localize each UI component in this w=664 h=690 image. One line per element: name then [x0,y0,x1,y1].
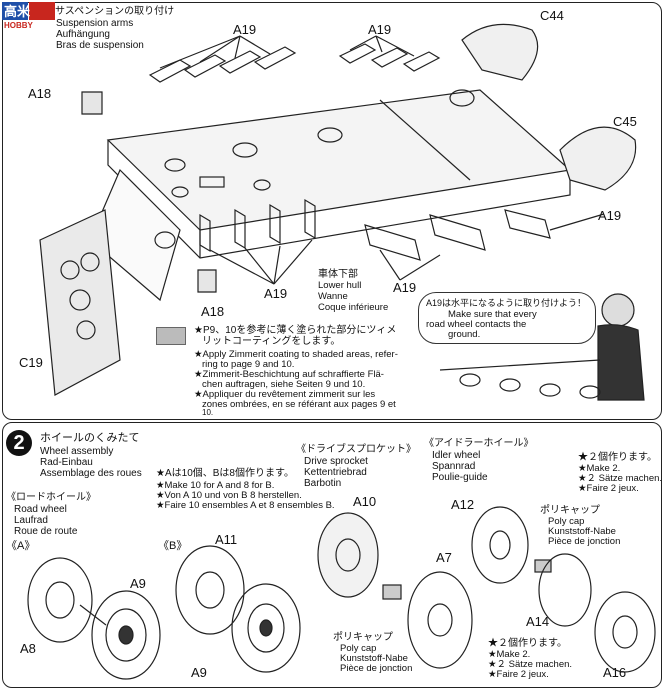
make2-jp: ★２個作ります。 [578,452,657,463]
tip-en-1: Make sure that every [448,309,537,320]
part-label-a19: A19 [598,208,622,223]
part-label-c45: C45 [613,114,637,129]
sprocket-jp: 《ドライブスプロケット》 [296,444,416,455]
step1-title-fr: Bras de suspension [56,40,144,51]
part-label-a7: A7 [436,550,452,565]
hobby-logo: 高米 HOBBY [2,2,70,30]
make2-fr: ★Faire 2 jeux. [578,483,639,494]
zimmerit-jp-1: ★P9、10を参考に薄く塗られた部分にツィメ [194,325,397,336]
step1-title-de: Aufhängung [56,29,110,40]
lower-hull-drawing [89,89,572,302]
road-wheel-b-drawing [175,545,301,673]
drive-sprocket-drawing [317,512,473,669]
tip-speech-bubble [418,292,596,344]
make2-de: ★２ Sätze machen. [488,659,573,670]
step1-title-en: Suspension arms [56,18,134,29]
idler-en: Idler wheel [432,450,481,461]
part-label-a16: A16 [603,665,627,680]
part-c45-drawing [559,126,637,191]
sprocket-de: Kettentriebrad [304,467,367,478]
road-wheel-en: Road wheel [14,504,67,515]
road-wheel-jp: 《ロードホイール》 [6,492,96,503]
step2-title-de: Rad-Einbau [40,457,93,468]
zimmerit-de-1: ★Zimmerit-Beschichtung auf schraffierte … [194,369,384,380]
zimmerit-de-2: chen auftragen, siehe Seiten 9 und 10. [202,379,366,390]
step2-title-fr: Assemblage des roues [40,468,142,479]
zimmerit-fr-2: zones ombrées, en se référant aux pages … [202,399,396,410]
suspension-arms-bottom [199,198,605,285]
step1-title-jp: サスペンションの取り付け [55,6,175,17]
idler-de: Spannrad [432,461,476,472]
zimmerit-en-1: ★Apply Zimmerit coating to shaded areas,… [194,349,398,360]
step2-number: 2 [6,430,32,456]
logo-text: HOBBY [4,21,34,30]
zimmerit-shade-swatch [156,327,186,345]
polycap-en: Poly cap [340,643,377,654]
part-label-a19: A19 [368,22,392,37]
part-c19-drawing [39,209,121,396]
make2-jp: ★２個作ります。 [488,638,567,649]
road-wheel-row [439,359,601,399]
part-a18-drawing [81,91,217,293]
part-label-a11: A11 [215,532,238,547]
polycap-fr: Pièce de jonction [340,663,413,674]
part-label-a18: A18 [28,86,52,101]
part-label-a19: A19 [233,22,257,37]
zimmerit-fr-3: 10. [202,408,214,417]
variant-a-label: 《A》 [6,540,36,552]
zimmerit-fr-1: ★Appliquer du revêtement zimmerit sur le… [194,389,376,400]
part-label-a19: A19 [393,280,417,295]
part-label-a18: A18 [201,304,225,319]
part-label-a14: A14 [526,614,550,629]
make2-fr: ★Faire 2 jeux. [488,669,549,680]
idler-jp: 《アイドラーホイール》 [424,438,534,449]
part-label-a8: A8 [20,641,36,656]
polycap-en: Poly cap [548,516,585,527]
part-label-a12: A12 [451,497,475,512]
zimmerit-jp-2: リットコーティングをします。 [202,336,341,347]
tip-en-2: road wheel contacts the [426,319,527,330]
idler-wheel-drawing [471,506,656,673]
zimmerit-en-2: ring to page 9 and 10. [202,359,295,370]
logo-glyph: 高米 [4,4,31,20]
sprocket-fr: Barbotin [304,478,342,489]
make-note-jp: ★Aは10個、Bは8個作ります。 [156,468,294,479]
road-wheel-fr: Roue de route [14,526,78,537]
road-wheel-a-drawing [27,557,161,680]
idler-fr: Poulie-guide [432,472,488,483]
lower-hull-de: Wanne [318,291,348,302]
sprocket-en: Drive sprocket [304,456,368,467]
lower-hull-fr: Coque inférieure [318,302,389,313]
part-c44-drawing [461,23,539,81]
part-label-c19: C19 [19,355,43,370]
polycap-de: Kunststoff-Nabe [340,653,408,664]
polycap-fr: Pièce de jonction [548,536,621,547]
make-note-fr: ★Faire 10 ensembles A et 8 ensembles B. [156,500,335,511]
variant-b-label: 《B》 [158,540,188,552]
road-wheel-de: Laufrad [14,515,48,526]
lower-hull-jp: 車体下部 [318,269,358,280]
step2-title-en: Wheel assembly [40,446,114,457]
make-note-en: ★Make 10 for A and 8 for B. [156,480,275,491]
part-label-a9: A9 [130,576,146,591]
soldier-figure [597,293,645,401]
lower-hull-en: Lower hull [318,280,362,291]
tip-jp: A19は水平になるように取り付けよう！ [426,298,587,308]
make-note-de: ★Von A 10 und von B 8 herstellen. [156,490,302,501]
polycap-jp: ポリキャップ [333,632,393,643]
part-label-a10: A10 [353,494,377,509]
suspension-arms-top [148,35,441,83]
part-label-a9: A9 [191,665,207,680]
step2-title-jp: ホイールのくみたて [40,432,140,444]
polycap-jp: ポリキャップ [540,505,600,516]
part-label-c44: C44 [540,8,564,23]
polycap-de: Kunststoff-Nabe [548,526,616,537]
tip-en-3: ground. [448,329,481,340]
make2-de: ★２ Sätze machen. [578,473,663,484]
make2-en: ★Make 2. [488,649,531,660]
part-label-a19: A19 [264,286,288,301]
make2-en: ★Make 2. [578,463,621,474]
